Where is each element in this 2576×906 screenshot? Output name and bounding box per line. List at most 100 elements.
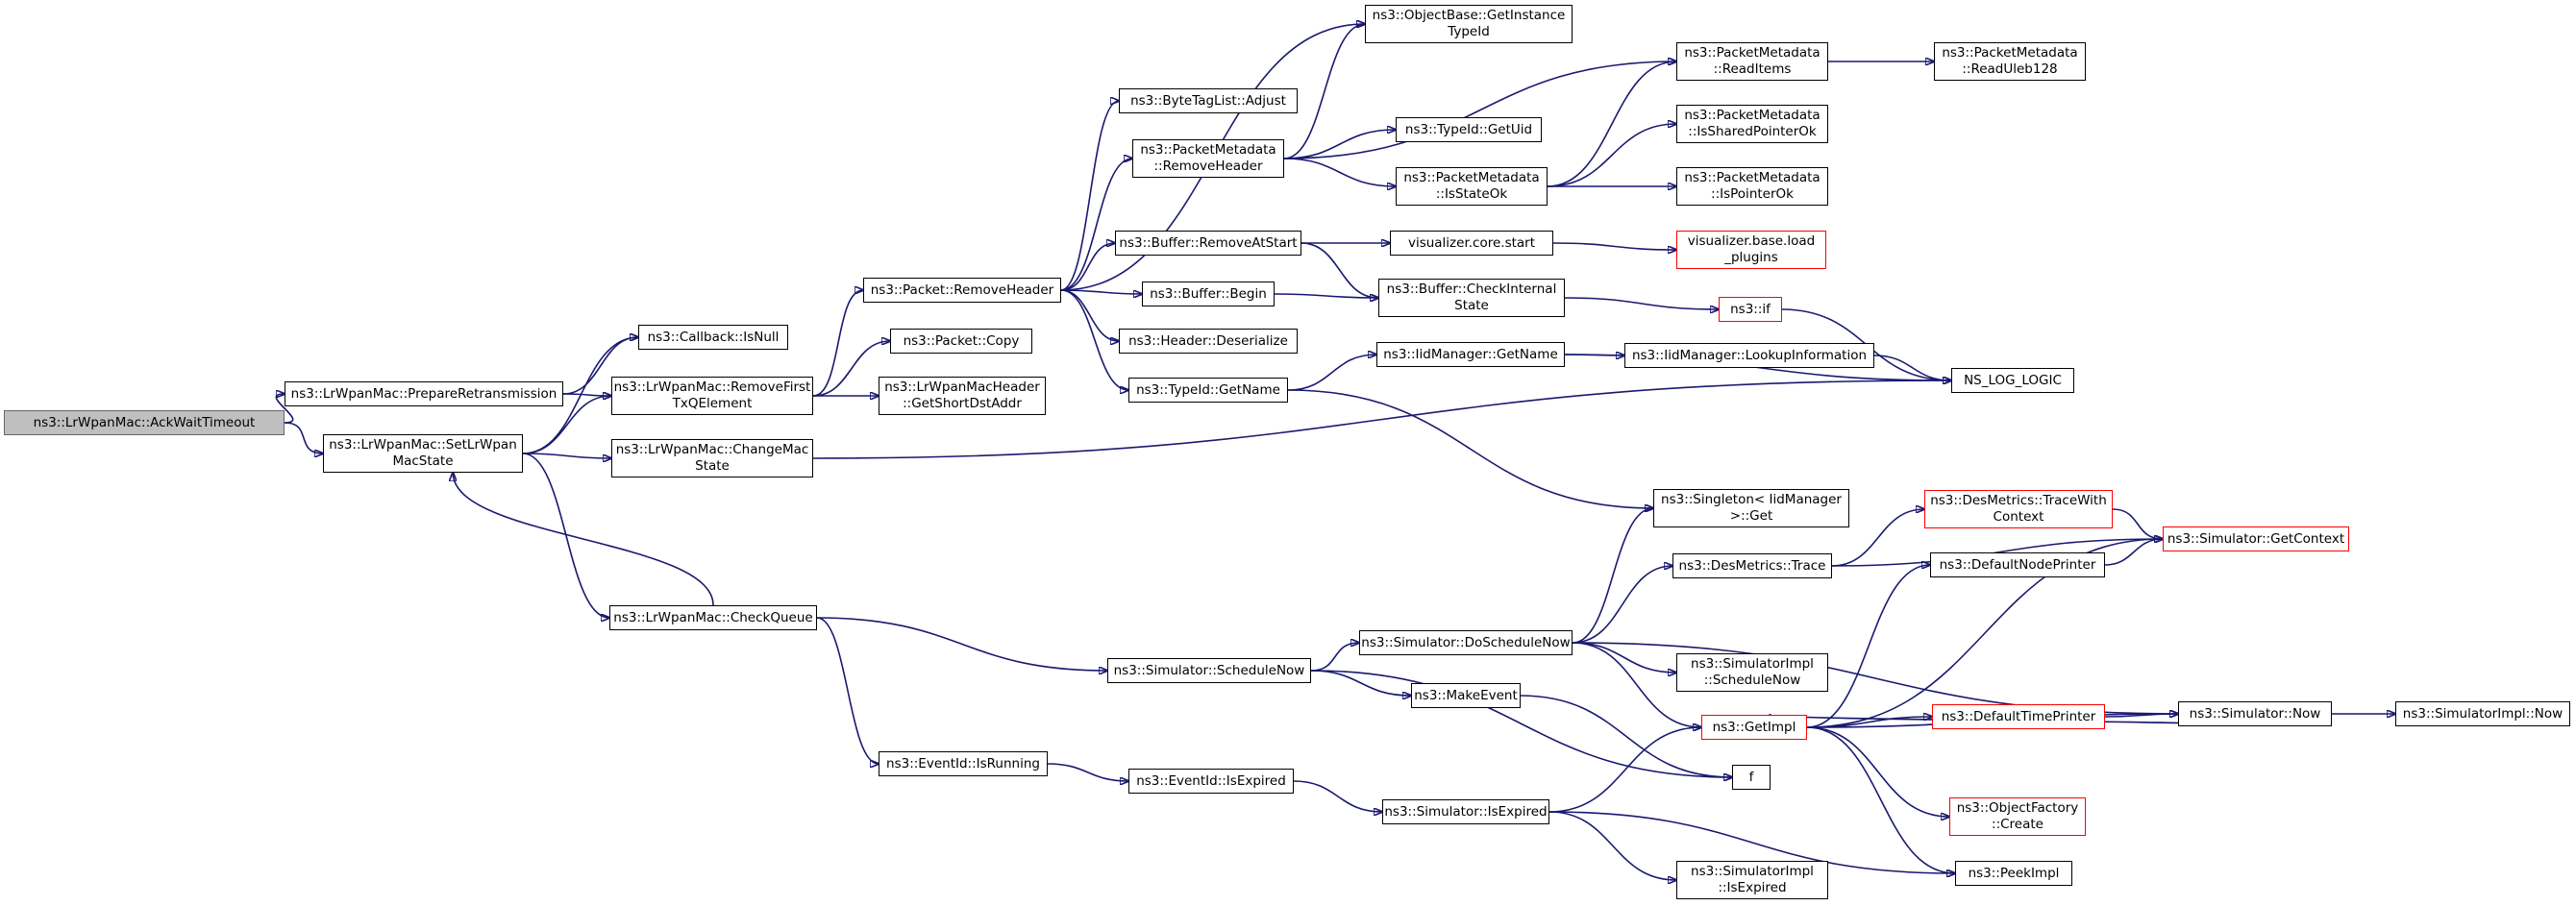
node-visualizer-base-load-plugins[interactable]: visualizer.base.load _plugins [1676,231,1826,269]
edge-pmremove-to-gettid [1283,130,1396,159]
edge-tidgetname-to-iidgetname [1287,355,1376,391]
node-peek-impl[interactable]: ns3::PeekImpl [1955,861,2072,886]
node-packetmetadata-read-uleb128[interactable]: ns3::PacketMetadata ::ReadUleb128 [1934,42,2086,81]
edge-isrunning-to-isexpiredev [1047,763,1128,781]
edge-acktimeout-to-prepare [275,394,294,424]
node-prepare-retransmission[interactable]: ns3::LrWpanMac::PrepareRetransmission [285,381,563,406]
edge-acktimeout-to-setstate [284,422,323,453]
edge-simisexpired-to-peekimpl [1548,811,1955,873]
node-packetmetadata-is-pointer-ok[interactable]: ns3::PacketMetadata ::IsPointerOk [1676,167,1828,206]
node-packetmetadata-remove-header[interactable]: ns3::PacketMetadata ::RemoveHeader [1132,139,1284,178]
edge-isexpiredev-to-simisexpired [1293,780,1382,812]
node-ns3-if[interactable]: ns3::if [1719,297,1782,322]
node-set-lrwpan-mac-state[interactable]: ns3::LrWpanMac::SetLrWpan MacState [323,434,523,473]
edge-defnodeprinter-to-getcontext [2104,539,2163,566]
edge-makeevent-to-ffunc [1520,695,1732,777]
node-ack-wait-timeout: ns3::LrWpanMac::AckWaitTimeout [4,410,285,435]
node-eventid-isexpired[interactable]: ns3::EventId::IsExpired [1128,769,1294,794]
edge-doschednow-to-destrace [1572,566,1672,644]
node-bytetaglist-adjust[interactable]: ns3::ByteTagList::Adjust [1119,88,1298,113]
edge-simisexpired-to-getimpl [1548,727,1701,813]
edge-tidgetname-to-singleton [1287,389,1653,508]
edge-getimpl-to-peekimpl [1806,726,1955,873]
edge-pmremove-to-readitems [1283,61,1676,159]
edge-removeheader-to-pmremove [1060,159,1132,291]
edge-prepare-to-removefirst [562,394,611,396]
edge-schednow-to-makeevent [1310,670,1411,696]
node-callback-isnull[interactable]: ns3::Callback::IsNull [638,325,788,350]
edge-doschednow-to-singleton [1572,508,1653,644]
node-iidmanager-getname[interactable]: ns3::IidManager::GetName [1376,342,1565,367]
node-simulator-get-context[interactable]: ns3::Simulator::GetContext [2163,526,2349,551]
node-objectfactory-create[interactable]: ns3::ObjectFactory ::Create [1949,797,2086,836]
edge-getimpl-to-objfactory [1806,726,1949,817]
node-simulatorimpl-schedule-now[interactable]: ns3::SimulatorImpl ::ScheduleNow [1676,653,1828,692]
edge-checkint-to-nsif [1564,297,1719,309]
node-ns-log-logic[interactable]: NS_LOG_LOGIC [1951,368,2074,393]
edge-setstate-to-changemac [522,453,611,458]
node-default-time-printer[interactable]: ns3::DefaultTimePrinter [1932,704,2105,729]
node-simulator-do-schedule-now[interactable]: ns3::Simulator::DoScheduleNow [1359,630,1573,655]
node-desmetrics-trace-with-context[interactable]: ns3::DesMetrics::TraceWith Context [1924,490,2113,528]
node-singleton-iidmanager-get[interactable]: ns3::Singleton< IidManager >::Get [1653,489,1849,527]
node-packetmetadata-is-shared-pointer-ok[interactable]: ns3::PacketMetadata ::IsSharedPointerOk [1676,105,1828,143]
node-default-node-printer[interactable]: ns3::DefaultNodePrinter [1930,552,2105,577]
node-typeid-getuid[interactable]: ns3::TypeId::GetUid [1396,117,1542,142]
edge-removeheader-to-bufremove [1060,243,1115,291]
node-header-deserialize[interactable]: ns3::Header::Deserialize [1119,329,1298,354]
edge-pmremove-to-isstateok [1283,158,1396,186]
edge-doschednow-to-getimpl [1572,642,1701,727]
node-get-impl[interactable]: ns3::GetImpl [1701,715,1807,740]
node-get-instance-typeid[interactable]: ns3::ObjectBase::GetInstance TypeId [1365,5,1573,43]
edge-doschednow-to-simimplsched [1572,642,1676,673]
node-desmetrics-trace[interactable]: ns3::DesMetrics::Trace [1672,553,1832,578]
edge-removeheader-to-tidgetname [1060,289,1128,390]
node-get-short-dst-addr[interactable]: ns3::LrWpanMacHeader ::GetShortDstAddr [879,377,1046,415]
edge-changemac-to-nslog [812,380,1951,459]
node-simulatorimpl-now[interactable]: ns3::SimulatorImpl::Now [2395,701,2570,726]
edge-schednow-to-ffunc [1310,670,1732,777]
edge-getimpl-to-getcontext [1806,539,2163,728]
edge-tracewith-to-getcontext [2112,508,2163,539]
edge-doschednow-to-simnow [1572,642,2178,714]
edge-isstateok-to-readitems [1547,61,1676,187]
edge-setstate-to-removefirst [522,396,611,454]
node-packetmetadata-isstateok[interactable]: ns3::PacketMetadata ::IsStateOk [1396,167,1548,206]
edge-pmremove-to-getinst [1283,24,1365,159]
node-f[interactable]: f [1732,765,1771,790]
edge-lookupinfo-to-nslog [1873,355,1951,380]
edge-schednow-to-doschednow [1310,643,1359,672]
edge-removeheader-to-bytetag [1060,101,1119,291]
node-eventid-isrunning[interactable]: ns3::EventId::IsRunning [879,751,1048,776]
edge-checkqueue-to-setstate [453,473,714,606]
node-remove-first-txq-element[interactable]: ns3::LrWpanMac::RemoveFirst TxQElement [611,377,813,415]
node-typeid-getname[interactable]: ns3::TypeId::GetName [1128,378,1288,403]
edge-simisexpired-to-simimplexp [1548,811,1676,880]
edge-vizstart-to-vizload [1552,242,1676,250]
node-simulator-isexpired[interactable]: ns3::Simulator::IsExpired [1382,799,1549,824]
node-check-queue[interactable]: ns3::LrWpanMac::CheckQueue [609,605,817,630]
edge-deftimeprinter-to-simnow [2104,714,2178,717]
node-packetmetadata-read-items[interactable]: ns3::PacketMetadata ::ReadItems [1676,42,1828,81]
edge-bufbegin-to-checkint [1274,293,1378,298]
node-buffer-remove-at-start[interactable]: ns3::Buffer::RemoveAtStart [1115,231,1301,256]
node-simulator-schedule-now[interactable]: ns3::Simulator::ScheduleNow [1107,658,1311,683]
edge-removefirst-to-removeheader [812,290,863,397]
node-packet-remove-header[interactable]: ns3::Packet::RemoveHeader [863,278,1061,303]
node-make-event[interactable]: ns3::MakeEvent [1411,683,1521,708]
edge-setstate-to-checkqueue [522,453,609,618]
node-visualizer-core-start[interactable]: visualizer.core.start [1390,231,1553,256]
node-packet-copy[interactable]: ns3::Packet::Copy [890,329,1032,354]
edge-removeheader-to-hdrdeser [1060,289,1119,341]
node-buffer-begin[interactable]: ns3::Buffer::Begin [1142,282,1275,306]
node-simulatorimpl-isexpired[interactable]: ns3::SimulatorImpl ::IsExpired [1676,861,1828,899]
node-iidmanager-lookup-information[interactable]: ns3::IidManager::LookupInformation [1624,343,1874,368]
node-change-mac-state[interactable]: ns3::LrWpanMac::ChangeMac State [611,439,813,477]
edge-checkqueue-to-schednow [816,617,1107,671]
edge-isstateok-to-issharedptr [1547,124,1676,187]
edge-checkqueue-to-isrunning [816,617,879,764]
node-simulator-now[interactable]: ns3::Simulator::Now [2178,701,2332,726]
node-buffer-check-internal-state[interactable]: ns3::Buffer::CheckInternal State [1378,279,1565,317]
